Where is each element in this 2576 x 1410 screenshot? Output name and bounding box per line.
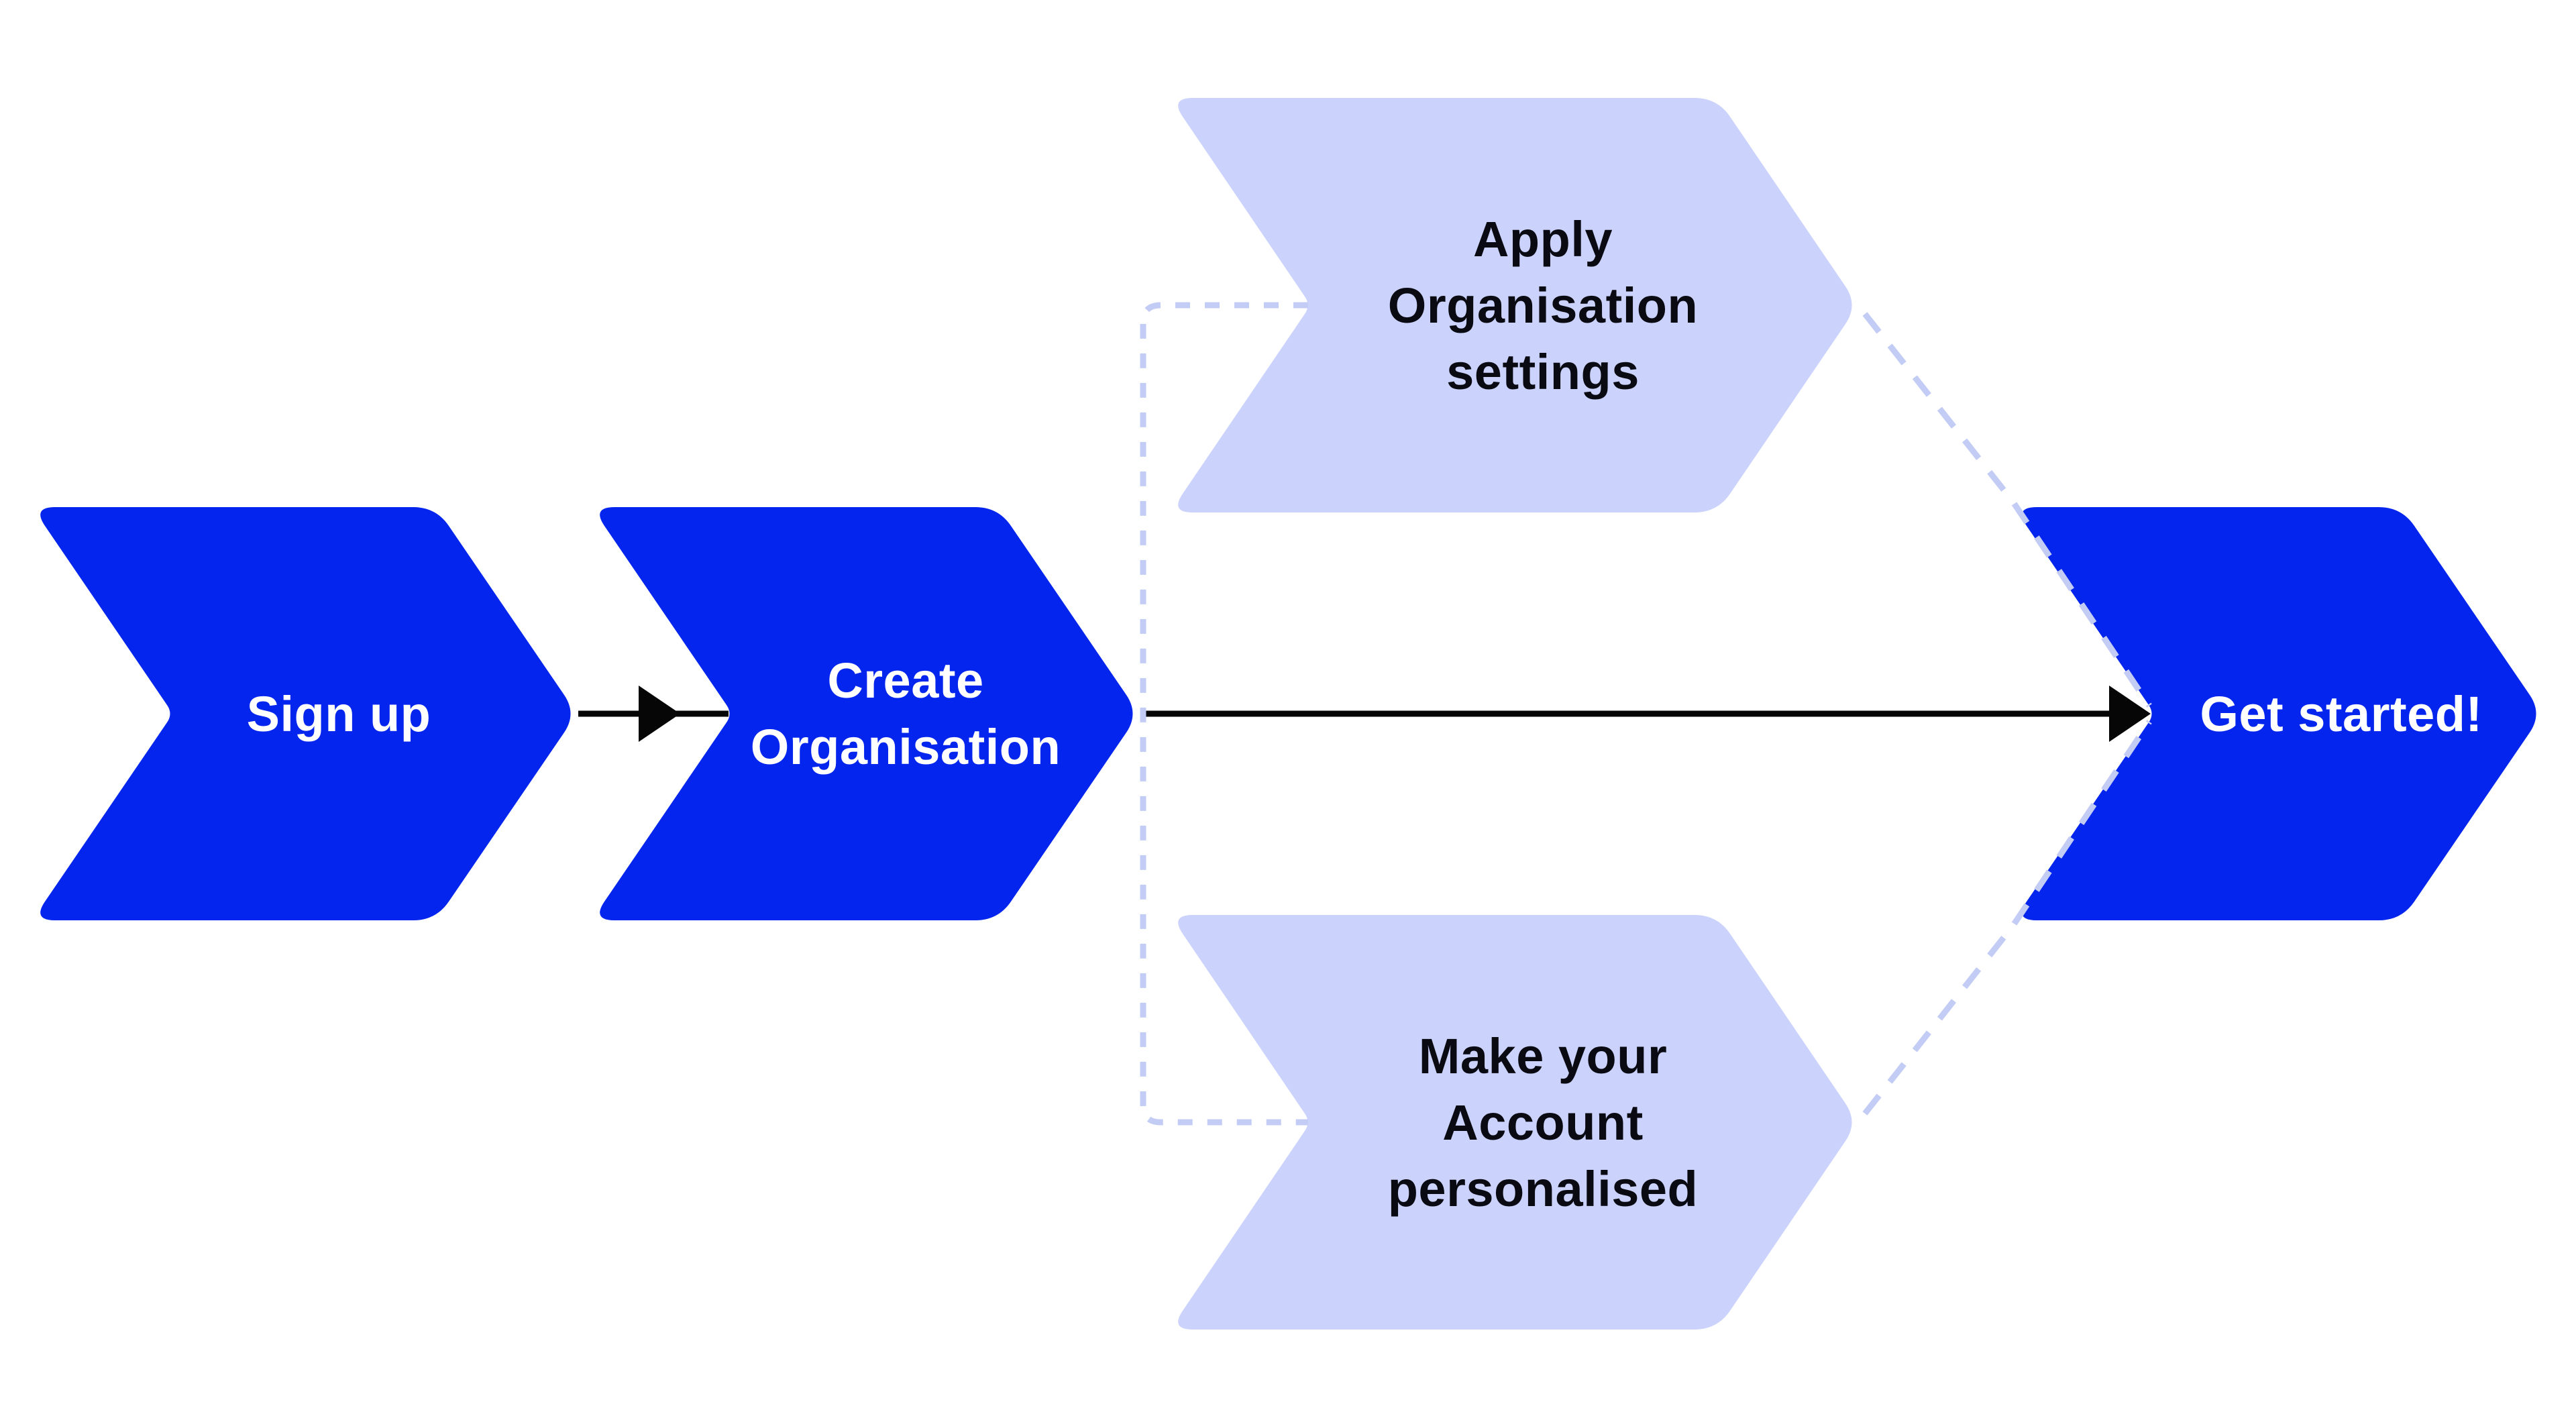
chevron-shape — [2022, 507, 2536, 920]
dashed-branch-runner — [1140, 302, 1308, 1126]
step-label-line: Account — [1442, 1095, 1644, 1150]
step-label-line: Organisation — [751, 719, 1061, 775]
chevron-shape — [40, 507, 571, 920]
chevron-shape — [1178, 915, 1852, 1330]
connector-signup-to-create — [578, 686, 729, 742]
step-label-line: Create — [827, 653, 983, 708]
step-sign-up: Sign up — [40, 507, 571, 920]
step-label-line: personalised — [1388, 1161, 1699, 1217]
step-label-line: settings — [1446, 344, 1640, 400]
step-make-account-personalised: Make your Account personalised — [1178, 915, 1852, 1330]
arrowhead-icon — [639, 686, 680, 742]
dashed-branch-connectors — [1140, 302, 2152, 1126]
step-label-line: Organisation — [1388, 278, 1698, 333]
step-label-line: Make your — [1419, 1028, 1668, 1084]
step-label-line: Apply — [1473, 211, 1613, 267]
chevron-shape — [600, 507, 1133, 920]
connector-create-to-getstarted — [1140, 686, 2151, 742]
step-get-started: Get started! — [2022, 507, 2536, 920]
step-label: Sign up — [247, 686, 431, 742]
step-create-organisation: Create Organisation — [600, 507, 1133, 920]
arrowhead-icon — [2109, 686, 2151, 742]
step-apply-organisation-settings: Apply Organisation settings — [1178, 98, 1852, 512]
step-label: Get started! — [2200, 686, 2482, 742]
chevron-shape — [1178, 98, 1852, 512]
